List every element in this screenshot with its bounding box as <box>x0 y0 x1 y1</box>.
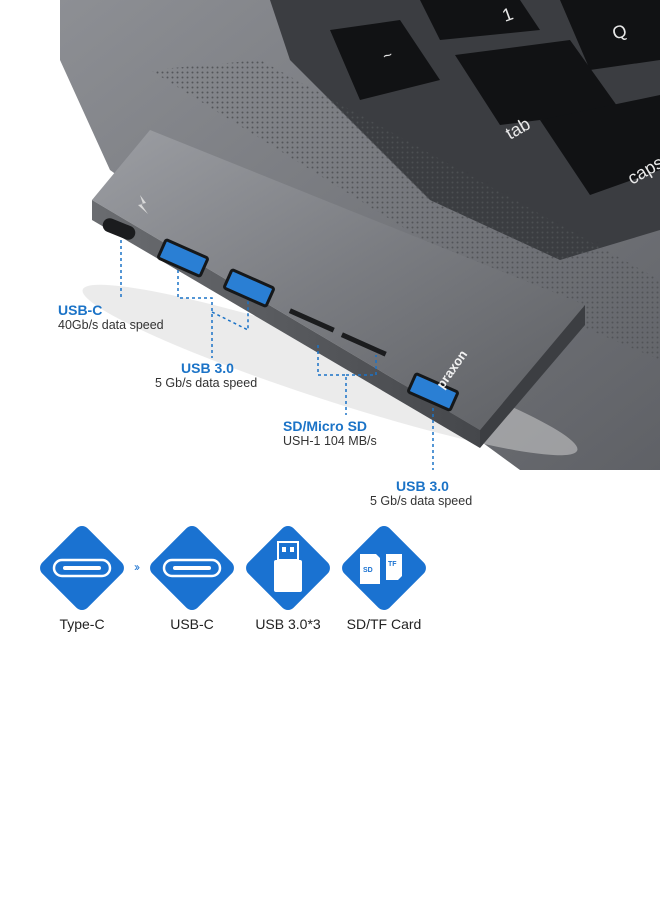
type-c-port-icon <box>52 558 112 578</box>
callout-usb3-b: USB 3.0 5 Gb/s data speed <box>370 478 472 508</box>
callout-usb3-a: USB 3.0 5 Gb/s data speed <box>155 360 257 390</box>
usb-c-port-icon <box>162 558 222 578</box>
callout-title: SD/Micro SD <box>283 418 368 434</box>
callout-subtitle: USH-1 104 MB/s <box>283 434 377 449</box>
callout-lines <box>120 240 434 470</box>
chevron-right-icon: ›› <box>134 560 140 574</box>
callout-title: USB 3.0 <box>396 478 449 494</box>
feature-caption: SD/TF Card <box>346 616 422 632</box>
callout-subtitle: 5 Gb/s data speed <box>155 376 258 391</box>
usb-a-port-3 <box>407 372 459 412</box>
sd-slot <box>288 308 335 333</box>
feature-caption: USB 3.0*3 <box>255 616 321 632</box>
product-photo: 1 Q ~ tab caps praxon <box>60 0 660 470</box>
callout-subtitle: 5 Gb/s data speed <box>370 494 473 509</box>
callout-usb-c: USB-C 40Gb/s data speed <box>58 302 164 332</box>
key-label-q: Q <box>610 20 630 44</box>
keyboard-keys <box>330 0 660 195</box>
callout-subtitle: 40Gb/s data speed <box>58 318 164 333</box>
feature-type-c: Type-C <box>34 520 130 632</box>
usb-c-port <box>102 218 136 240</box>
sd-tf-card-icon: SD TF <box>360 554 402 584</box>
callout-title: USB 3.0 <box>181 360 234 376</box>
svg-text:TF: TF <box>388 561 397 568</box>
feature-usb3: USB 3.0*3 <box>240 520 336 632</box>
usb-a-port-1 <box>157 238 209 278</box>
usb-hub: praxon <box>92 130 585 448</box>
feature-usb-c: USB-C <box>144 520 240 632</box>
callout-title: USB-C <box>58 302 103 318</box>
feature-caption: USB-C <box>170 616 214 632</box>
svg-text:SD: SD <box>363 567 373 574</box>
feature-caption: Type-C <box>59 616 105 632</box>
feature-sd-tf: SD TF SD/TF Card <box>336 520 432 632</box>
feature-icons: Type-C ›› USB-C USB 3.0*3 <box>34 520 444 640</box>
usb-a-port-2 <box>223 268 275 308</box>
callout-sd: SD/Micro SD USH-1 104 MB/s <box>283 418 377 448</box>
microsd-slot <box>340 332 387 357</box>
usb-drive-icon <box>274 541 302 592</box>
